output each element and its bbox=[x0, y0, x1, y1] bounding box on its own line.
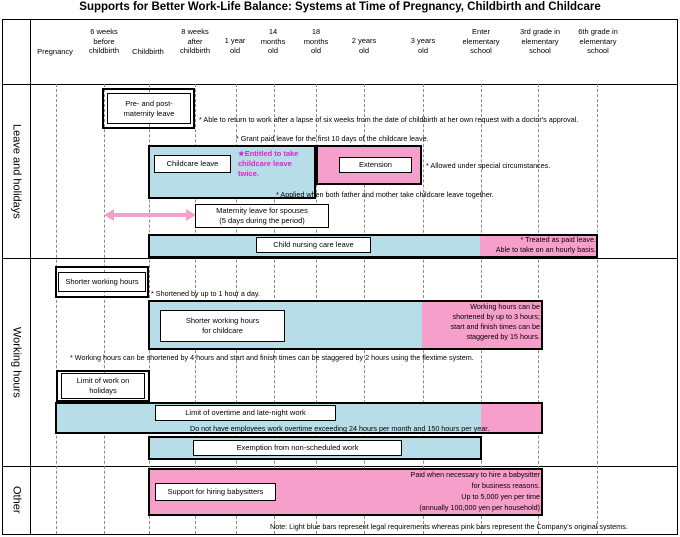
flextime-note: * Working hours can be shortened by 4 ho… bbox=[70, 353, 474, 362]
shorter-childcare-extended-bar bbox=[422, 300, 543, 350]
babysitter-label: Support for hiring babysitters bbox=[155, 483, 276, 501]
header-divider bbox=[3, 84, 677, 85]
section-divider bbox=[3, 466, 677, 467]
spouse-leave-arrow bbox=[104, 209, 196, 221]
shorter-hours-note: * Shortened by up to 1 hour a day. bbox=[151, 289, 260, 298]
col-14-months: 14 months old bbox=[260, 27, 286, 55]
prepost-maternity-label: Pre- and post- maternity leave bbox=[107, 93, 191, 124]
category-working-hours: Working hours bbox=[10, 326, 23, 398]
holiday-limit-bar bbox=[56, 370, 150, 402]
both-parents-note: * Applied when both father and mother ta… bbox=[276, 190, 494, 199]
column-guide bbox=[104, 84, 105, 534]
overtime-limit-label: Limit of overtime and late-night work bbox=[155, 405, 336, 421]
category-column-divider bbox=[30, 20, 31, 534]
col-18-months: 18 months old bbox=[303, 27, 329, 55]
twice-note: ★Entitled to take childcare leave twice. bbox=[238, 149, 299, 178]
exemption-label: Exemption from non-scheduled work bbox=[193, 440, 402, 456]
col-1-year: 1 year old bbox=[224, 36, 246, 55]
spouse-leave-label: Maternity leave for spouses (5 days duri… bbox=[195, 204, 329, 228]
shorter-childcare-label: Shorter working hours for childcare bbox=[160, 310, 285, 342]
col-3rd-grade: 3rd grade in elementary school bbox=[519, 27, 561, 55]
page-title: Supports for Better Work-Life Balance: S… bbox=[79, 1, 601, 13]
category-other: Other bbox=[10, 486, 23, 514]
overtime-limit-extended-bar bbox=[481, 402, 543, 434]
prepost-note: * Able to return to work after a lapse o… bbox=[199, 115, 579, 124]
legend-footnote: Note: Light blue bars represent legal re… bbox=[270, 522, 628, 531]
prepost-maternity-bar bbox=[102, 88, 195, 129]
shorter-hours-bar bbox=[55, 266, 149, 298]
column-guide bbox=[597, 84, 598, 534]
col-8-weeks-after: 8 weeks after childbirth bbox=[179, 27, 210, 55]
childcare-leave-label: Childcare leave bbox=[154, 155, 231, 173]
nursing-care-label: Child nursing care leave bbox=[256, 237, 371, 253]
col-2-years: 2 years old bbox=[351, 36, 377, 55]
shorter-hours-label: Shorter working hours bbox=[58, 272, 146, 292]
paid-leave-note: * Grant paid leave for the first 10 days… bbox=[236, 134, 429, 143]
col-pregnancy: Pregnancy bbox=[37, 47, 73, 56]
nursing-care-note: * Treated as paid leave. Able to take on… bbox=[495, 235, 596, 254]
col-3-years: 3 years old bbox=[410, 36, 436, 55]
nursing-care-paid-bar bbox=[480, 234, 598, 258]
col-6th-grade: 6th grade in elementary school bbox=[578, 27, 618, 55]
extension-label: Extension bbox=[339, 157, 412, 173]
overtime-note: Do not have employees work overtime exce… bbox=[190, 424, 490, 433]
col-6-weeks-before: 6 weeks before childbirth bbox=[88, 27, 119, 55]
holiday-limit-label: Limit of work on holidays bbox=[61, 373, 145, 399]
category-leave: Leave and holidays bbox=[10, 123, 23, 219]
shorter-childcare-note: Working hours can be shortened by up to … bbox=[450, 302, 541, 341]
babysitter-bar bbox=[148, 468, 543, 516]
section-divider bbox=[3, 258, 677, 259]
allowed-note: * Allowed under special circumstances. bbox=[426, 161, 551, 170]
babysitter-note: Paid when necessary to hire a babysitter… bbox=[410, 470, 540, 512]
col-childbirth: Childbirth bbox=[132, 47, 164, 56]
column-guide bbox=[56, 84, 57, 534]
col-enter-elementary: Enter elementary school bbox=[462, 27, 500, 55]
